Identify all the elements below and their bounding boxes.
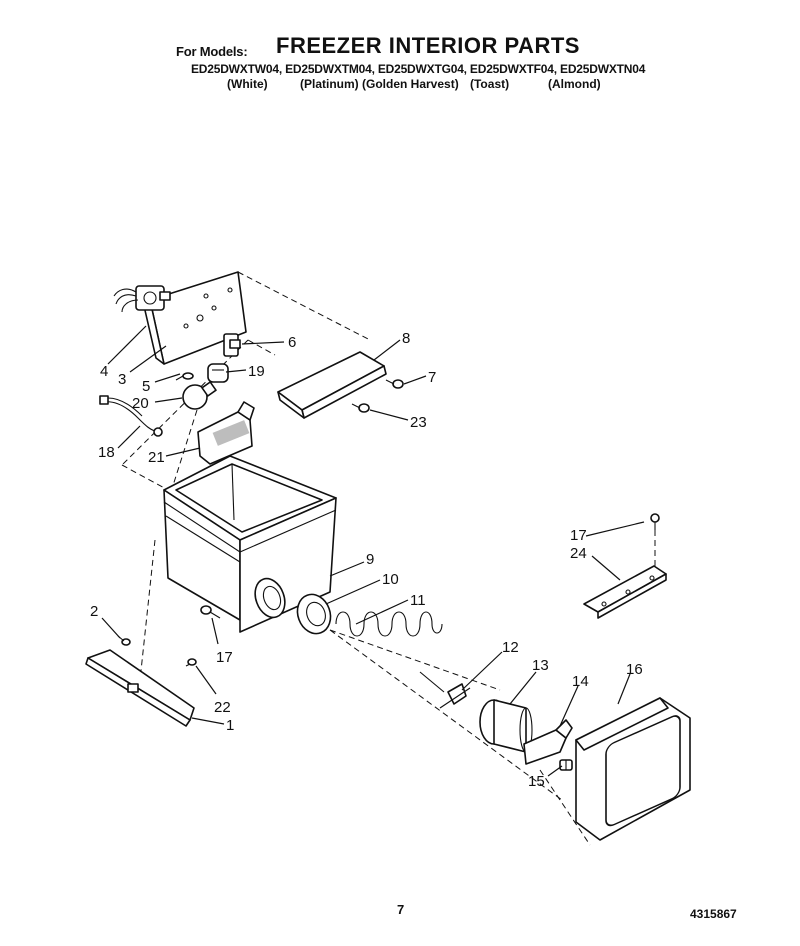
for-models-label: For Models: bbox=[176, 44, 248, 59]
model-numbers: ED25DWXTW04, ED25DWXTM04, ED25DWXTG04, E… bbox=[191, 62, 646, 76]
crusher-drum bbox=[479, 699, 533, 753]
callout-1: 1 bbox=[226, 717, 234, 734]
page-title: FREEZER INTERIOR PARTS bbox=[276, 33, 580, 58]
callout-6: 6 bbox=[288, 334, 296, 351]
color-toast: (Toast) bbox=[470, 77, 510, 91]
mounting-bracket bbox=[523, 719, 573, 765]
auger-ring bbox=[296, 593, 332, 635]
callout-numbers: 4 3 6 5 19 20 18 21 8 7 23 9 10 11 12 13… bbox=[90, 330, 643, 790]
callout-19: 19 bbox=[248, 363, 265, 380]
callout-20: 20 bbox=[132, 395, 149, 412]
screw-part-23 bbox=[351, 403, 370, 413]
screw-part-5 bbox=[175, 372, 194, 381]
wire-harness bbox=[99, 395, 163, 437]
callout-4: 4 bbox=[100, 363, 108, 380]
light-bulb bbox=[182, 381, 217, 410]
callout-18: 18 bbox=[98, 444, 115, 461]
callout-17-lower: 17 bbox=[216, 649, 233, 666]
callout-2: 2 bbox=[90, 603, 98, 620]
color-platinum: (Platinum) bbox=[300, 77, 359, 91]
clip-part-6 bbox=[223, 333, 241, 357]
callout-21: 21 bbox=[148, 449, 165, 466]
callout-24: 24 bbox=[570, 545, 587, 562]
light-socket bbox=[207, 363, 229, 383]
document-number: 4315867 bbox=[690, 907, 737, 921]
callout-3: 3 bbox=[118, 371, 126, 388]
bin-support bbox=[85, 649, 195, 727]
front-housing bbox=[575, 697, 691, 841]
screw-part-22 bbox=[185, 658, 197, 667]
callout-23: 23 bbox=[410, 414, 427, 431]
color-white: (White) bbox=[227, 77, 268, 91]
blade bbox=[439, 683, 471, 709]
callout-14: 14 bbox=[572, 673, 589, 690]
callout-7: 7 bbox=[428, 369, 436, 386]
color-golden-harvest: (Golden Harvest) bbox=[362, 77, 459, 91]
callout-5: 5 bbox=[142, 378, 150, 395]
ice-bin bbox=[163, 455, 337, 633]
callout-16: 16 bbox=[626, 661, 643, 678]
nut-part-15 bbox=[559, 759, 573, 771]
motor-mounting-plate bbox=[143, 271, 247, 365]
light-shield bbox=[197, 401, 255, 465]
callout-22: 22 bbox=[214, 699, 231, 716]
callout-8: 8 bbox=[402, 330, 410, 347]
screw-part-17-lower bbox=[200, 605, 221, 619]
callout-17-upper: 17 bbox=[570, 527, 587, 544]
cover-panel bbox=[277, 351, 387, 419]
callout-9: 9 bbox=[366, 551, 374, 568]
callout-15: 15 bbox=[528, 773, 545, 790]
page-number: 7 bbox=[397, 902, 405, 917]
callout-11: 11 bbox=[410, 592, 426, 609]
callout-12: 12 bbox=[502, 639, 519, 656]
color-almond: (Almond) bbox=[548, 77, 601, 91]
screw-part-7 bbox=[385, 379, 404, 389]
callout-13: 13 bbox=[532, 657, 549, 674]
bracket-strip bbox=[583, 565, 667, 619]
leader-lines bbox=[101, 325, 645, 777]
auger-spring bbox=[335, 611, 445, 693]
screw-part-17-upper bbox=[650, 513, 660, 530]
motor bbox=[113, 285, 171, 313]
callout-10: 10 bbox=[382, 571, 399, 588]
